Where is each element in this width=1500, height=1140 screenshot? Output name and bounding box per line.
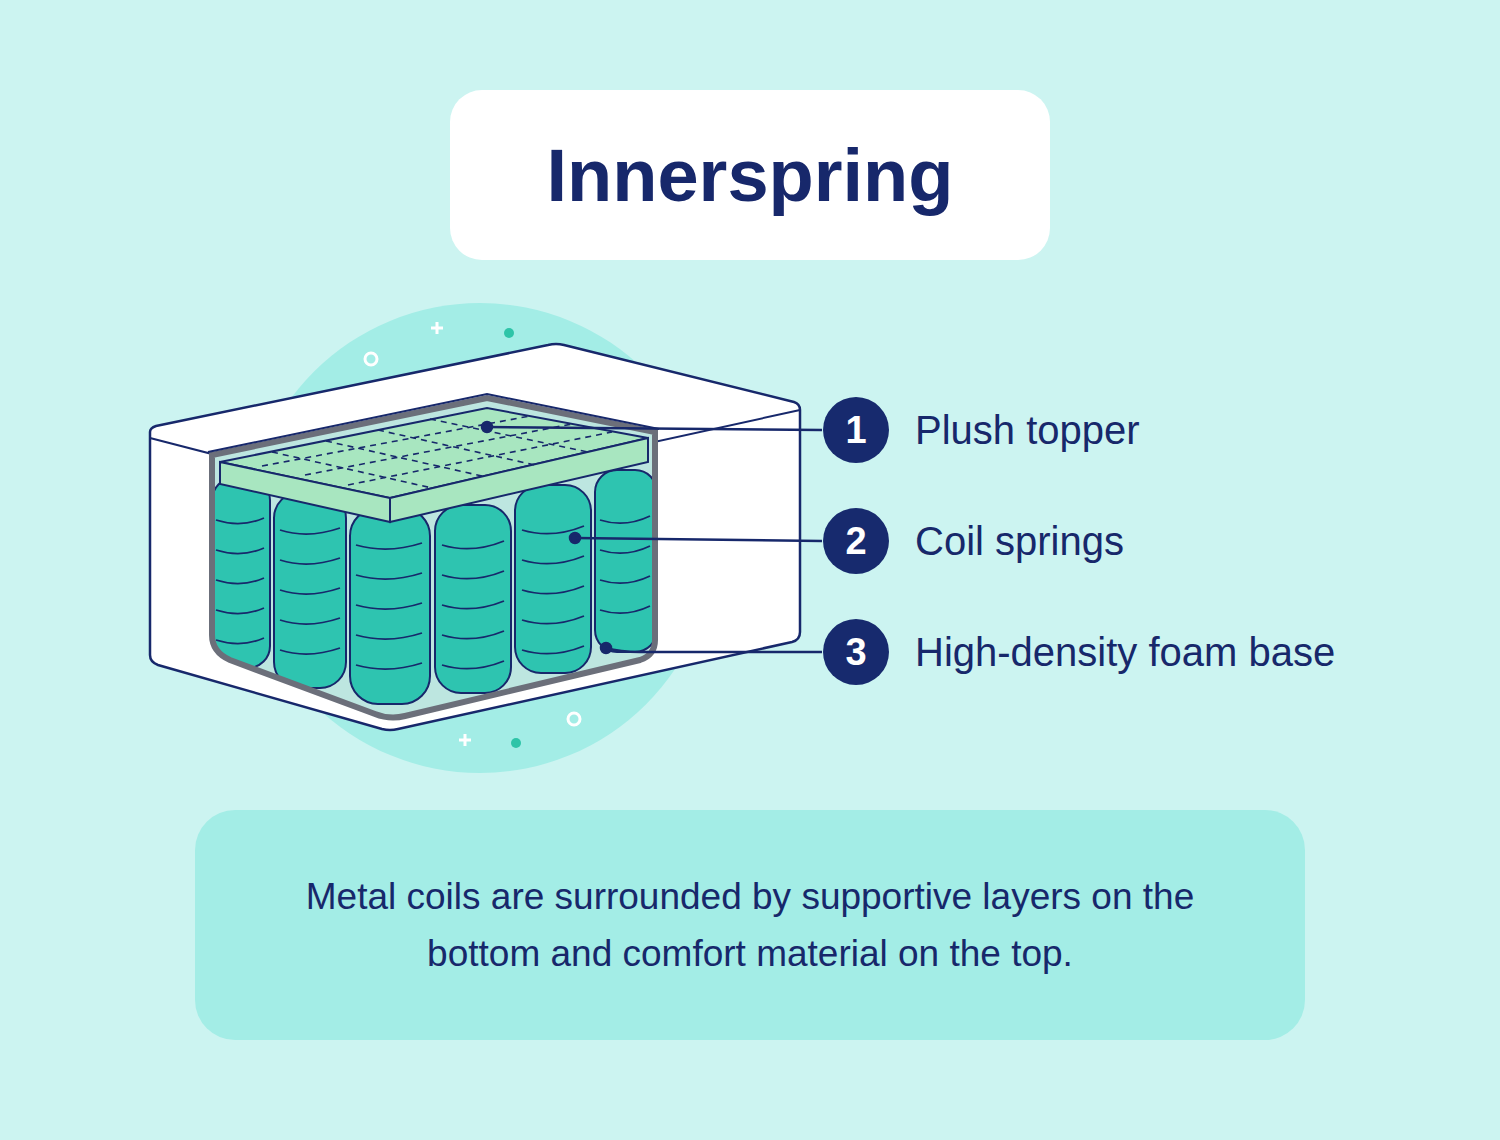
part-label: Coil springs [915,519,1124,564]
plush-topper [220,408,648,522]
title-box: Innerspring [450,90,1050,260]
mattress-body [150,344,800,730]
callout-number: 2 [823,508,889,574]
caption: Metal coils are surrounded by supportive… [270,868,1230,982]
part-label: Plush topper [915,408,1140,453]
callout-number: 3 [823,619,889,685]
caption-box: Metal coils are surrounded by supportive… [195,810,1305,1040]
leader-lines [482,422,822,653]
part-label: High-density foam base [915,630,1335,675]
title: Innerspring [546,133,953,218]
callout-number: 1 [823,397,889,463]
